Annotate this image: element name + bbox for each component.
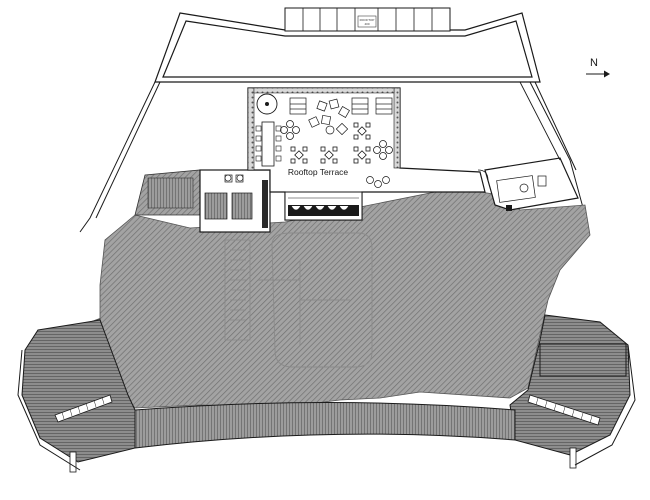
right-outer-rail	[574, 344, 636, 466]
table-group-3	[320, 146, 338, 164]
left-stair-treads	[61, 396, 105, 420]
north-arrow: N	[586, 57, 610, 78]
front-facade-strip	[134, 402, 516, 449]
west-stair-block	[134, 169, 201, 216]
table-group-6	[373, 140, 393, 160]
table-group-1	[280, 120, 300, 140]
left-post	[69, 451, 77, 473]
right-post	[569, 447, 577, 469]
planter-right	[393, 87, 401, 169]
terrace-label: Rooftop Terrace	[288, 167, 349, 177]
table-group-4	[353, 122, 371, 140]
tiny-label-box	[357, 15, 377, 28]
right-stair-treads	[535, 397, 593, 424]
planter-top	[253, 87, 395, 94]
tiny-label-line1: ROOFTOP	[360, 18, 375, 22]
right-diagonal-line	[519, 81, 561, 161]
planter-left	[247, 87, 255, 171]
core-room	[199, 169, 271, 233]
left-balcony	[21, 319, 136, 463]
table-group-2	[290, 146, 308, 164]
right-balcony-box	[539, 343, 627, 377]
left-stair	[54, 394, 113, 423]
restroom-block	[477, 157, 579, 211]
right-arrow-icon	[604, 70, 610, 78]
tiny-label-line2: 400	[364, 22, 369, 26]
skylight-strip: ROOFTOP 400	[284, 7, 451, 32]
rooftop-terrace: Rooftop Terrace	[224, 87, 486, 221]
north-label: N	[590, 57, 598, 69]
floor-edge-lines	[79, 81, 586, 233]
left-outer-rail	[17, 349, 81, 471]
hatched-floor-area	[99, 187, 591, 409]
interior-outlines	[224, 232, 373, 368]
table-group-5	[353, 146, 371, 164]
